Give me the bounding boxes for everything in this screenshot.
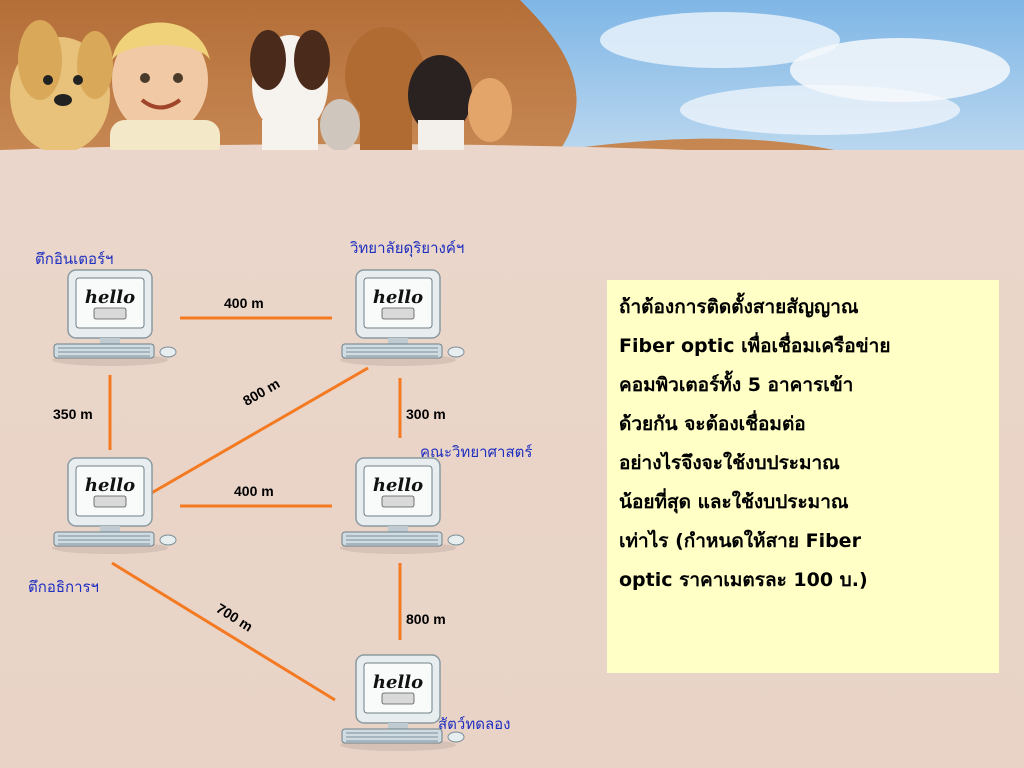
distance-inter-athikarn: 350 m xyxy=(53,406,93,422)
computer-icon-inter xyxy=(51,269,177,367)
computer-icon-athikarn xyxy=(51,457,177,555)
question-box: ถ้าต้องการติดตั้งสายสัญญาณ Fiber optic เ… xyxy=(607,280,999,673)
distance-athikarn-science: 400 m xyxy=(234,483,274,499)
question-line: อย่างไรจึงจะใช้งบประมาณ xyxy=(619,452,840,474)
question-line: Fiber optic เพื่อเชื่อมเครือข่าย xyxy=(619,335,891,357)
link-athikarn-animal xyxy=(111,561,336,702)
links-layer xyxy=(108,316,402,702)
link-athikarn-duriyang xyxy=(147,366,369,497)
node-label-inter: ตึกอินเตอร์ฯ xyxy=(35,250,114,268)
computer-icon-duriyang xyxy=(339,269,465,367)
distance-duriyang-science: 300 m xyxy=(406,406,446,422)
distance-inter-duriyang: 400 m xyxy=(224,295,264,311)
pets-photo-banner xyxy=(0,0,1024,230)
node-label-science: คณะวิทยาศาสตร์ xyxy=(420,443,533,461)
question-line: ถ้าต้องการติดตั้งสายสัญญาณ xyxy=(619,296,859,318)
question-line: ด้วยกัน จะต้องเชื่อมต่อ xyxy=(619,413,806,435)
node-label-duriyang: วิทยาลัยดุริยางค์ฯ xyxy=(350,239,465,257)
computer-icon-science xyxy=(339,457,465,555)
distance-science-animal: 800 m xyxy=(406,611,446,627)
question-line: optic ราคาเมตรละ 100 บ.) xyxy=(619,569,868,591)
computers-layer xyxy=(51,269,465,752)
node-label-athikarn: ตึกอธิการฯ xyxy=(28,578,99,596)
question-line: เท่าไร (กำหนดให้สาย Fiber xyxy=(619,530,861,552)
question-line: คอมพิวเตอร์ทั้ง 5 อาคารเข้า xyxy=(619,374,854,396)
node-label-animal: สัตว์ทดลอง xyxy=(438,715,511,733)
computer-icon-animal xyxy=(339,654,465,752)
question-line: น้อยที่สุด และใช้งบประมาณ xyxy=(619,491,849,513)
